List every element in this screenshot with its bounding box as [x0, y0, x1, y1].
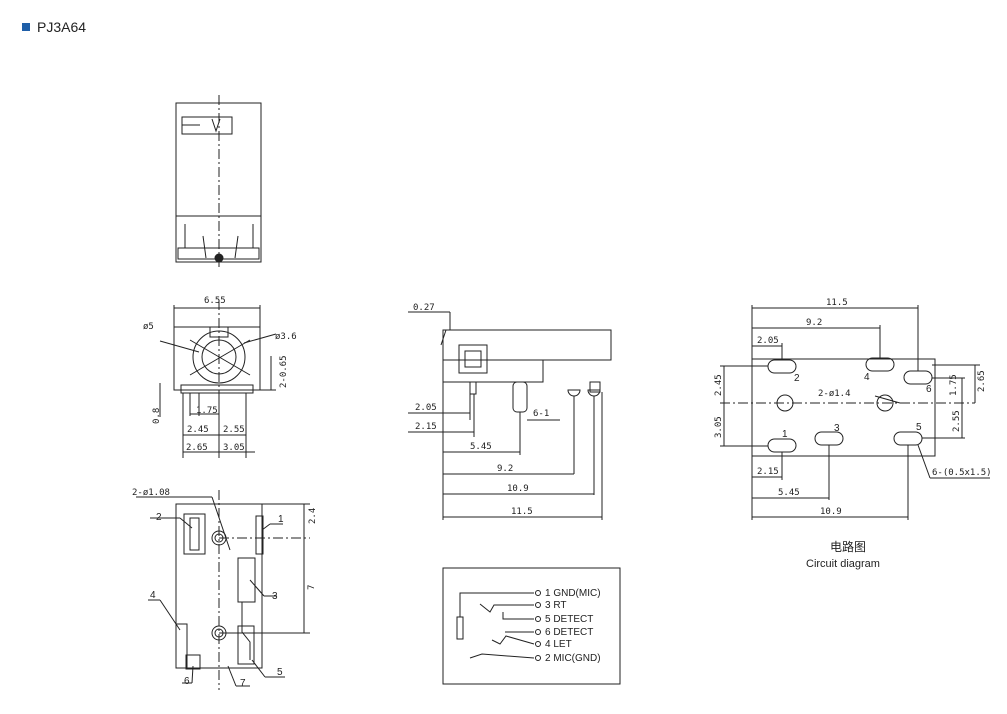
part-label-2: 2: [156, 512, 162, 523]
part-label-7: 7: [240, 678, 246, 689]
dim-fp-10-9: 10.9: [820, 507, 842, 517]
footprint-view: [720, 305, 990, 520]
dim-7: 7: [307, 585, 317, 590]
part-label-6: 6: [184, 676, 190, 687]
side-view: [408, 311, 612, 520]
part-label-4: 4: [150, 590, 156, 601]
dim-2-45: 2.45: [187, 425, 209, 435]
dim-hole-5: ø5: [143, 322, 154, 332]
dim-hole-3-6: ø3.6: [275, 332, 297, 342]
dim-fp-2-15: 2.15: [757, 467, 779, 477]
dim-3-05: 3.05: [223, 443, 245, 453]
dim-side-2-15: 2.15: [415, 422, 437, 432]
dim-fp-hole: 2-ø1.4: [818, 389, 851, 399]
bottom-view: [136, 490, 310, 690]
part-label-5: 5: [277, 667, 283, 678]
dim-side-5-45: 5.45: [470, 442, 492, 452]
pin-label-2: 2: [794, 373, 800, 384]
circuit-line-3: 5 DETECT: [545, 614, 593, 625]
dim-fp-2-55: 2.55: [952, 410, 962, 432]
front-view: [159, 300, 277, 458]
circuit-line-6: 2 MIC(GND): [545, 653, 601, 664]
dim-fp-2-65: 2.65: [977, 370, 987, 392]
dim-side-10-9: 10.9: [507, 484, 529, 494]
dim-2-55: 2.55: [223, 425, 245, 435]
bullet-icon: [22, 23, 30, 31]
dim-fp-2-05: 2.05: [757, 336, 779, 346]
dim-0-27: 0.27: [413, 303, 435, 313]
dim-1-75: 1.75: [196, 406, 218, 416]
dim-fp-2-45: 2.45: [714, 374, 724, 396]
part-label-1: 1: [278, 514, 284, 525]
dim-2-holes-1-08: 2-ø1.08: [132, 488, 170, 498]
dim-0-8: 0.8: [152, 408, 162, 424]
part-label-3: 3: [272, 591, 278, 602]
dim-fp-9-2: 9.2: [806, 318, 822, 328]
page-header: PJ3A64: [22, 19, 86, 35]
dim-6-55: 6.55: [204, 296, 226, 306]
dim-2-65: 2.65: [186, 443, 208, 453]
circuit-line-2: 3 RT: [545, 600, 567, 611]
pin-label-5: 5: [916, 422, 922, 433]
pin-label-3: 3: [834, 423, 840, 434]
dim-side-9-2: 9.2: [497, 464, 513, 474]
dim-fp-5-45: 5.45: [778, 488, 800, 498]
pin-label-4: 4: [864, 372, 870, 383]
dim-2-0-65: 2-0.65: [279, 355, 289, 388]
circuit-line-1: 1 GND(MIC): [545, 588, 601, 599]
dim-fp-3-05: 3.05: [714, 416, 724, 438]
dim-2-4: 2.4: [308, 508, 318, 524]
dim-fp-11-5: 11.5: [826, 298, 848, 308]
top-view: [175, 95, 262, 268]
circuit-caption-en: Circuit diagram: [806, 558, 880, 570]
circuit-line-5: 4 LET: [545, 639, 572, 650]
pin-label-6: 6: [926, 384, 932, 395]
dim-6-1: 6-1: [533, 409, 549, 419]
circuit-diagram: [442, 567, 621, 685]
circuit-line-4: 6 DETECT: [545, 627, 593, 638]
circuit-caption-cn: 电路图: [830, 539, 866, 554]
page-title: PJ3A64: [37, 19, 87, 35]
dim-side-2-05: 2.05: [415, 403, 437, 413]
pin-label-1: 1: [782, 429, 788, 440]
dim-fp-1-75: 1.75: [949, 374, 959, 396]
dim-fp-slots: 6-(0.5x1.5): [932, 468, 992, 478]
dim-side-11-5: 11.5: [511, 507, 533, 517]
